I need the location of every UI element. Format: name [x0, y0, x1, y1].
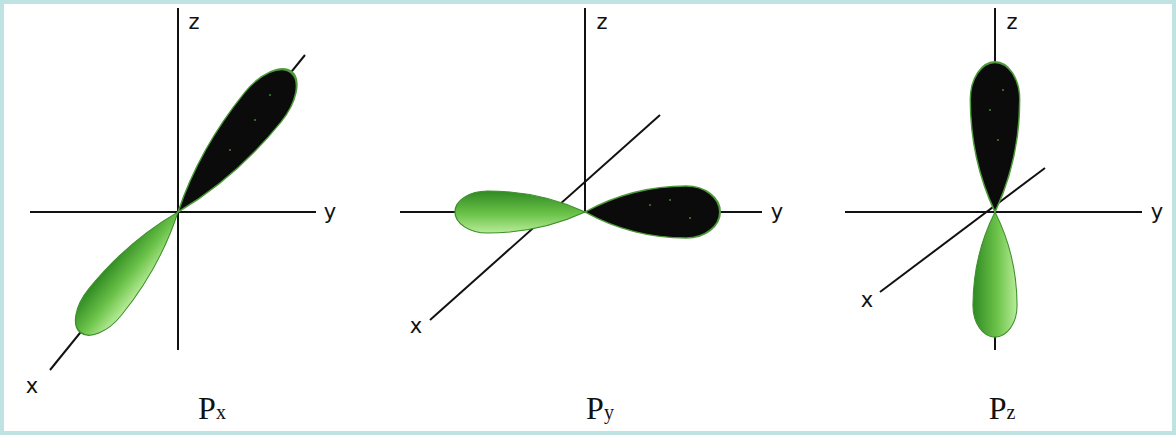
orbital-label: Px — [198, 392, 226, 424]
axis-label: x — [861, 290, 873, 311]
axis-label: y — [771, 202, 783, 223]
axis-label: z — [188, 12, 199, 33]
axis-label: z — [1006, 12, 1017, 33]
orbital-label: Py — [586, 392, 614, 424]
orbital-label: Pz — [989, 392, 1016, 424]
speckle — [229, 89, 1004, 219]
axis-label: y — [324, 202, 336, 223]
axis-label: x — [26, 376, 38, 397]
axis-label: z — [596, 12, 607, 33]
axes — [30, 8, 1142, 370]
axis-label: x — [410, 316, 422, 337]
axis-label: y — [1151, 202, 1163, 223]
lobes — [64, 57, 1020, 345]
